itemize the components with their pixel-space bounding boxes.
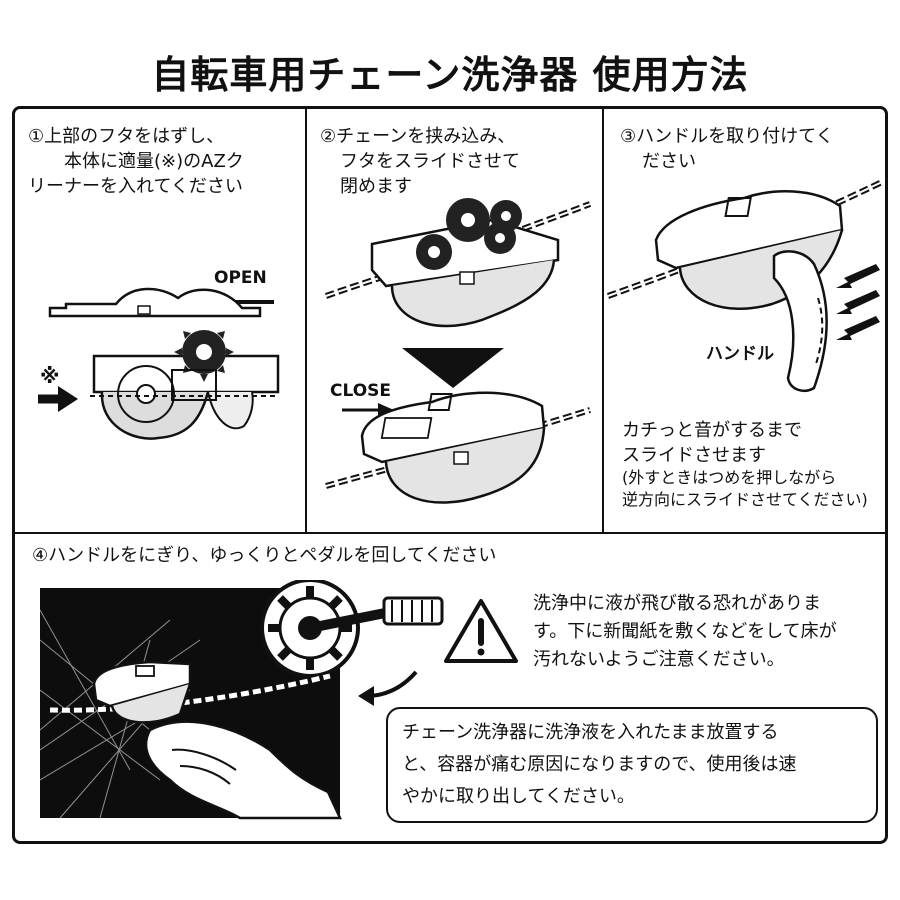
instruction-frame — [12, 106, 888, 844]
step2-line: ②チェーンを挟み込み、 — [320, 126, 516, 147]
handle-label: ハンドル — [706, 344, 774, 364]
step3-subnote: (外すときはつめを押しながら 逆方向にスライドさせてください) — [622, 467, 868, 511]
step3-text: ③ハンドルを取り付けてく ださい — [620, 124, 834, 174]
step3-note: カチっと音がするまで スライドさせます — [622, 418, 802, 468]
close-label: CLOSE — [330, 381, 392, 401]
step1-line: リーナーを入れてください — [28, 176, 243, 197]
warning-line: 洗浄中に液が飛び散る恐れがありま — [533, 593, 821, 614]
divider — [15, 532, 885, 534]
step2-line: フタをスライドさせて — [340, 151, 520, 172]
arrow-right-icon — [38, 386, 78, 412]
divider — [602, 109, 604, 534]
warning-line: す。下に新聞紙を敷くなどをして床が — [533, 621, 837, 642]
handle-illustration — [606, 179, 884, 392]
open-label: OPEN — [214, 268, 267, 288]
lid-illustration — [48, 287, 262, 318]
page-title: 自転車用チェーン洗浄器 使用方法 — [151, 53, 749, 97]
bicycle-illustration — [40, 580, 444, 820]
arrow-down-icon — [402, 348, 504, 388]
cleaner-body-illustration — [90, 330, 280, 440]
step1-line: 本体に適量(※)のAZク — [64, 151, 244, 172]
closed-cleaner-illustration — [325, 391, 591, 504]
warning-line: 汚れないようご注意ください。 — [533, 649, 785, 670]
step1-line: ①上部のフタをはずし、 — [28, 126, 225, 147]
note-line: と、容器が痛む原因になりますので、使用後は速 — [402, 754, 797, 775]
step3-line: ださい — [642, 151, 696, 172]
step3-note-line: スライドさせます — [622, 445, 766, 466]
step3-line: ③ハンドルを取り付けてく — [620, 126, 834, 147]
note-line: やかに取り出してください。 — [402, 786, 635, 807]
step3-note-line: カチっと音がするまで — [622, 420, 802, 441]
divider — [305, 109, 307, 534]
warning-triangle-icon — [444, 599, 518, 663]
push-arrows-icon — [836, 264, 880, 340]
step2-line: 閉めます — [340, 176, 412, 197]
mark-label: ※ — [40, 364, 60, 388]
warning-text: 洗浄中に液が飛び散る恐れがありま す。下に新聞紙を敷くなどをして床が 汚れないよ… — [533, 590, 893, 674]
storage-note-box: チェーン洗浄器に洗浄液を入れたまま放置する と、容器が痛む原因になりますので、使… — [386, 707, 878, 823]
open-cleaner-illustration — [324, 198, 592, 328]
step3-subnote-line: (外すときはつめを押しながら — [622, 468, 837, 487]
step3-subnote-line: 逆方向にスライドさせてください) — [622, 490, 868, 509]
step4-heading: ④ハンドルをにぎり、ゆっくりとペダルを回してください — [32, 545, 497, 566]
step1-text: ①上部のフタをはずし、 本体に適量(※)のAZク リーナーを入れてください — [28, 124, 244, 199]
step2-text: ②チェーンを挟み込み、 フタをスライドさせて 閉めます — [320, 124, 520, 199]
note-line: チェーン洗浄器に洗浄液を入れたまま放置する — [402, 722, 779, 743]
